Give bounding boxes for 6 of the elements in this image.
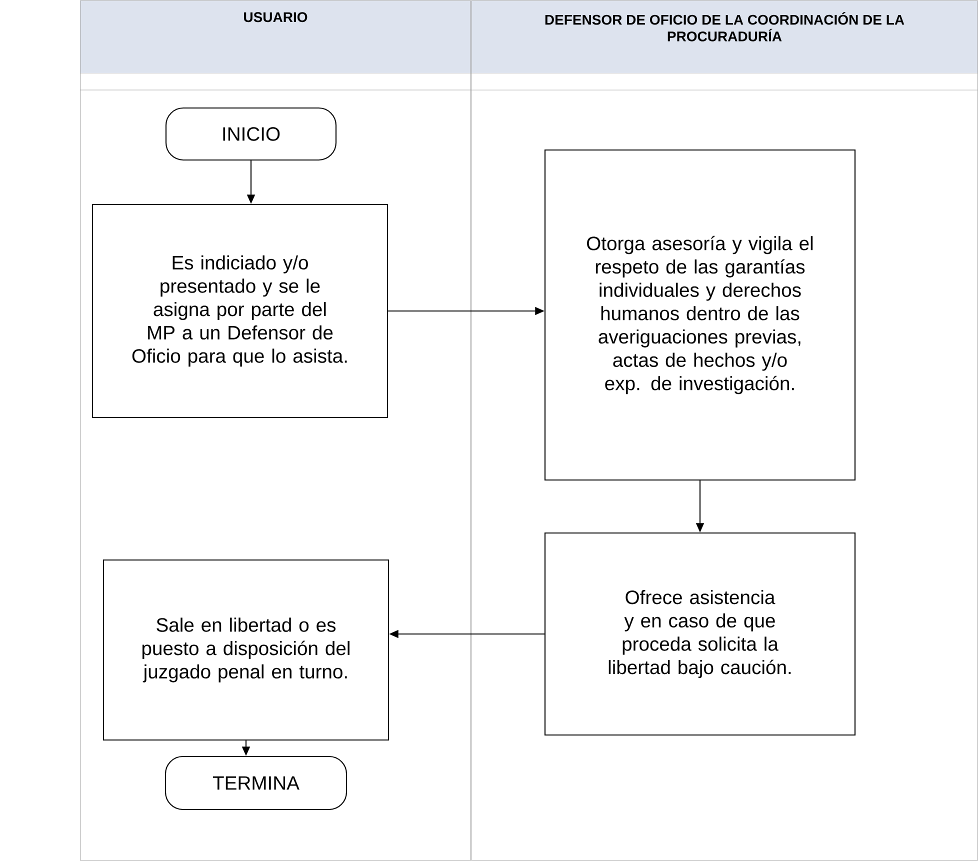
process-box: Sale en libertad o es puesto a disposición del juzgado penal en turno. [102,559,390,741]
process-box: Ofrece asistencia y en caso de que proceda solicita la libertad bajo caución. [544,532,856,736]
terminal-box: TERMINA [164,756,348,810]
terminal-box: INICIO [165,107,337,161]
process-box: Otorga asesoría y vigila el respeto de las garantías individuales y derechos humanos dentro de las averiguaciones previas, actas de hechos y/o exp. de investigación. [544,149,856,481]
process-box: Es indiciado y/o presentado y se le asigna por parte del MP a un Defensor de Oficio para que lo asista. [92,204,388,418]
